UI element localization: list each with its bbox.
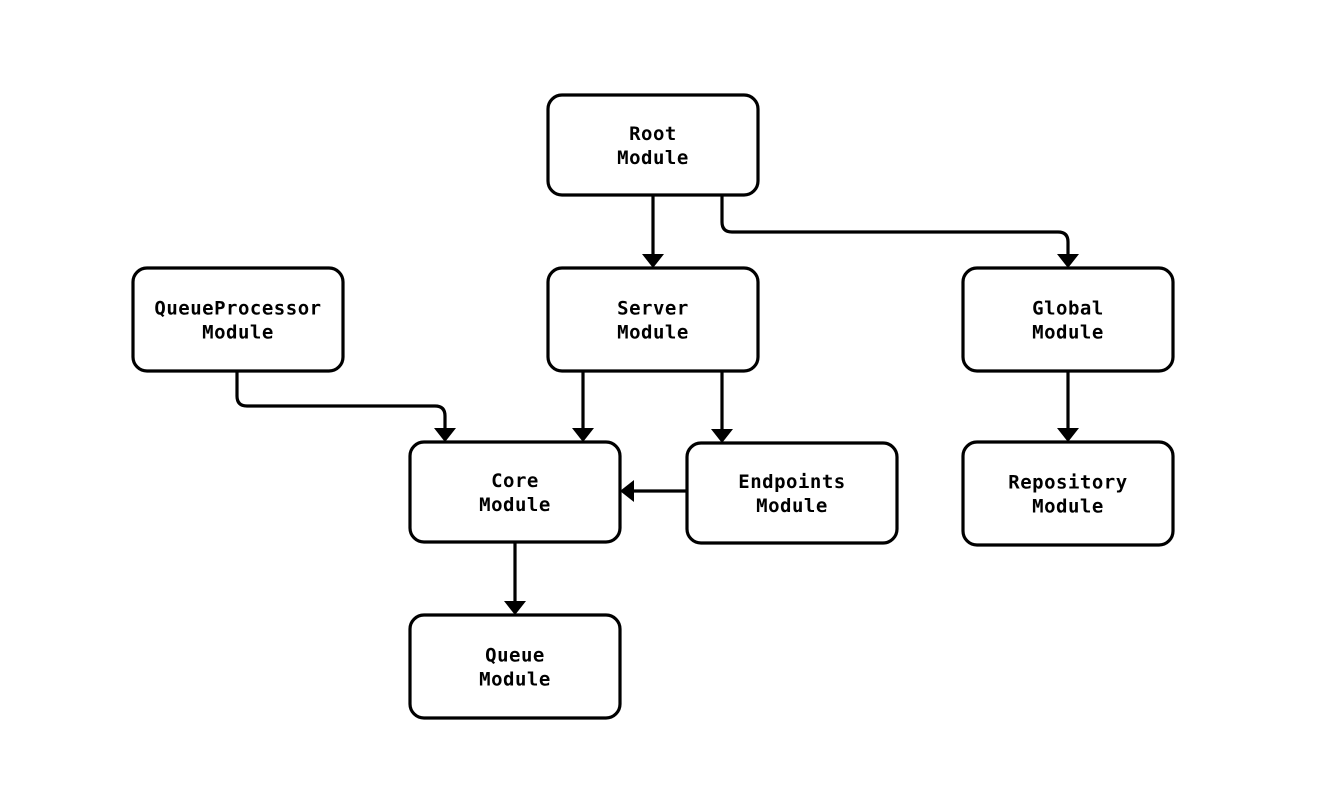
- global-module-node-box[interactable]: [961, 266, 1175, 373]
- edge-core-to-queue: [504, 542, 526, 615]
- global-module-node-label-line2: Module: [1032, 321, 1104, 343]
- server-module-node-label-line1: Server: [617, 297, 689, 319]
- endpoints-module-node-label-line2: Module: [756, 495, 828, 517]
- edge-core-to-queue-arrowhead: [504, 601, 526, 615]
- core-module-node-label-line2: Module: [479, 494, 551, 516]
- server-module-node-box[interactable]: [546, 266, 760, 373]
- edge-endpoints-to-core: [620, 480, 687, 502]
- edge-root-to-global-line: [720, 195, 1070, 258]
- edge-server-to-core-arrowhead: [572, 428, 594, 442]
- edge-root-to-server: [642, 195, 664, 268]
- edge-root-to-global-arrowhead: [1057, 254, 1079, 268]
- edge-root-to-global: [720, 195, 1079, 268]
- core-module-node-label-line1: Core: [491, 470, 539, 492]
- repository-module-node-label-line2: Module: [1032, 495, 1104, 517]
- edges-layer: [235, 195, 1079, 615]
- server-module-node-label-line2: Module: [617, 321, 689, 343]
- repository-module-node-box[interactable]: [961, 440, 1175, 547]
- edge-root-to-server-arrowhead: [642, 254, 664, 268]
- edge-server-to-endpoints-arrowhead: [711, 429, 733, 443]
- edge-global-to-repository: [1057, 371, 1079, 442]
- root-module-node-box[interactable]: [546, 93, 760, 197]
- endpoints-module-node-box[interactable]: [685, 441, 899, 545]
- queue-module-node-label-line2: Module: [479, 668, 551, 690]
- global-module-node-label-line1: Global: [1032, 297, 1104, 319]
- edge-queueprocessor-to-core: [235, 371, 456, 442]
- queue-module-node-label-line1: Queue: [485, 644, 545, 666]
- core-module-node-box[interactable]: [408, 440, 622, 544]
- queueprocessor-module-node-box[interactable]: [131, 266, 345, 373]
- edge-queueprocessor-to-core-arrowhead: [434, 428, 456, 442]
- edge-global-to-repository-arrowhead: [1057, 428, 1079, 442]
- queueprocessor-module-node-label-line1: QueueProcessor: [154, 297, 321, 319]
- repository-module-node-label-line1: Repository: [1008, 471, 1127, 493]
- endpoints-module-node-label-line1: Endpoints: [738, 471, 845, 493]
- queueprocessor-module-node-label-line2: Module: [202, 321, 274, 343]
- root-module-node-label-line1: Root: [629, 123, 677, 145]
- edge-queueprocessor-to-core-line: [235, 371, 447, 432]
- edge-endpoints-to-core-arrowhead: [620, 480, 634, 502]
- queue-module-node-box[interactable]: [408, 613, 622, 720]
- edge-server-to-endpoints: [711, 371, 733, 443]
- edge-server-to-core: [572, 371, 594, 442]
- root-module-node-label-line2: Module: [617, 147, 689, 169]
